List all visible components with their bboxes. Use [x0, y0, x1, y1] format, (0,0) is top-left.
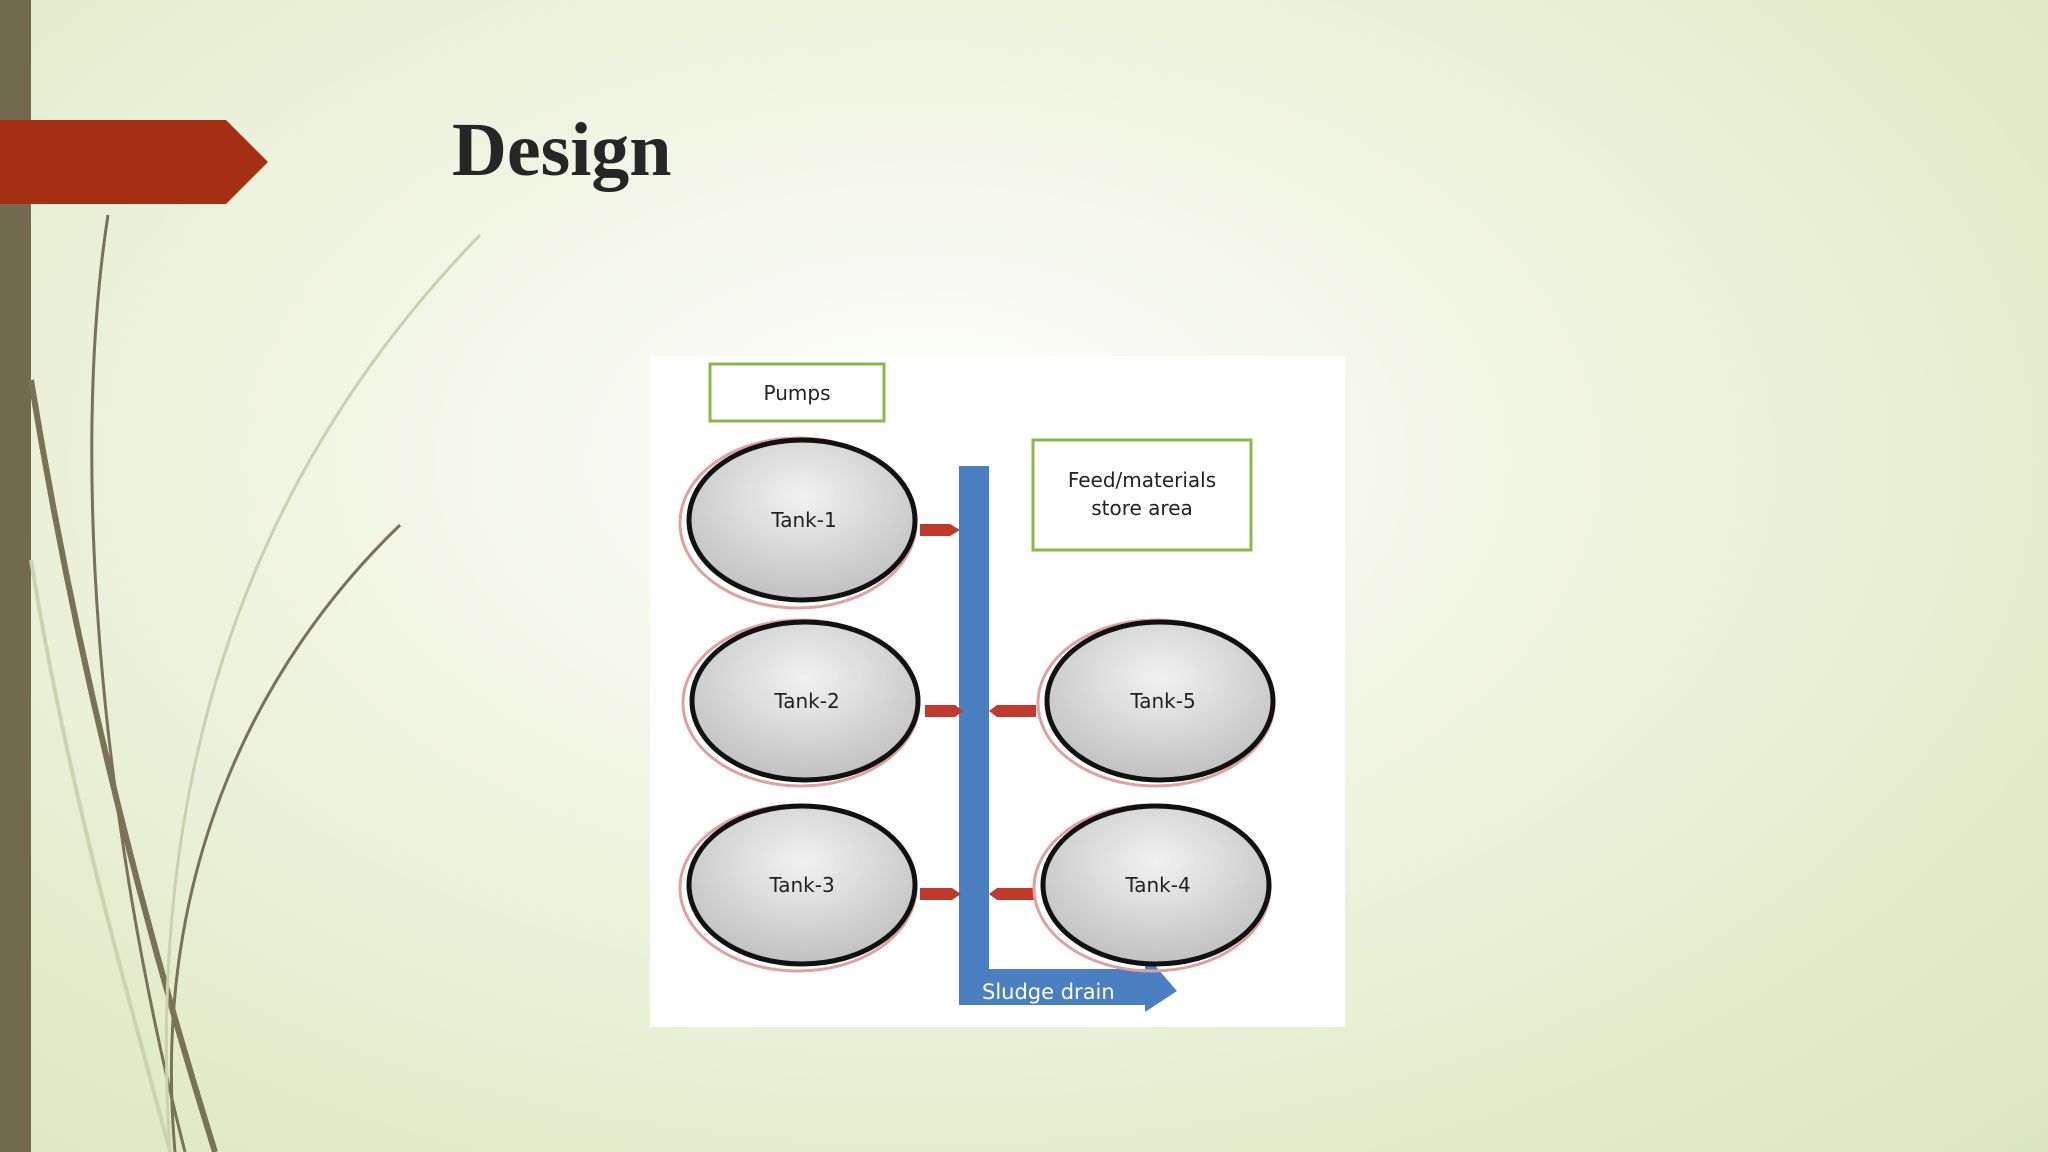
tank-4-label: Tank-4: [1124, 873, 1190, 897]
tank-layout-diagram: Pumps Feed/materials store area Sludge d…: [650, 356, 1345, 1027]
tank-1: [686, 437, 918, 603]
tank-4: [1040, 803, 1272, 967]
tank-2-label: Tank-2: [773, 689, 839, 713]
connector-tank-4: [989, 888, 1034, 900]
tank-3: [686, 803, 918, 967]
tank-5-label: Tank-5: [1129, 689, 1195, 713]
tank-2: [689, 619, 921, 783]
connector-tank-2: [925, 705, 963, 717]
store-area-label-line1: Feed/materials: [1068, 468, 1216, 492]
slide-title: Design: [452, 108, 672, 192]
connector-tank-1: [920, 524, 960, 536]
pumps-label: Pumps: [764, 381, 831, 405]
sludge-drain-label: Sludge drain: [982, 980, 1115, 1004]
store-area-box: [1031, 438, 1253, 552]
drain-pipe: [959, 466, 989, 984]
tank-1-label: Tank-1: [770, 508, 836, 532]
title-accent-tab: [0, 120, 268, 204]
pumps-box: [708, 362, 886, 423]
connector-tank-5: [989, 705, 1036, 717]
sludge-drain-arrow: [959, 954, 1177, 1012]
tank-5: [1044, 619, 1276, 783]
store-area-label-line2: store area: [1091, 496, 1193, 520]
tank-3-label: Tank-3: [768, 873, 834, 897]
diagram-canvas: Pumps Feed/materials store area Sludge d…: [678, 362, 1276, 1012]
connector-tank-3: [920, 888, 961, 900]
